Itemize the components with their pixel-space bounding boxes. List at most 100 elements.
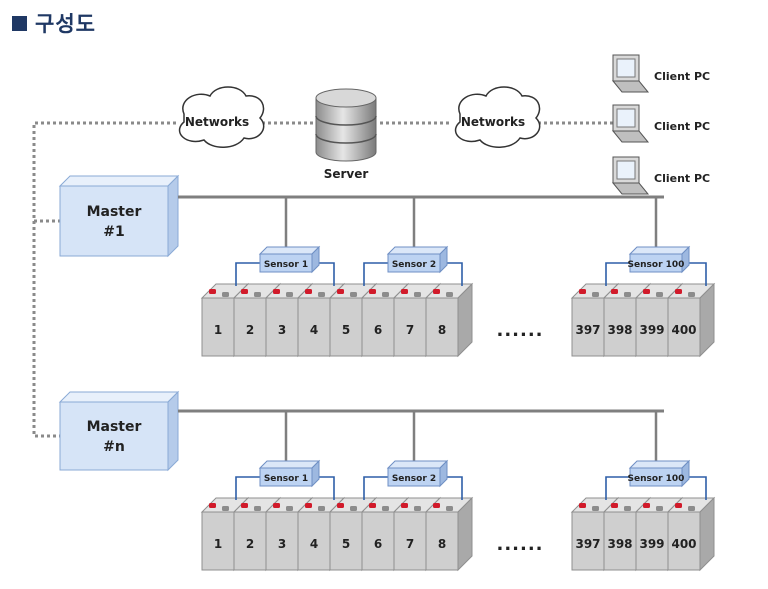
page-title: 구성도 bbox=[35, 12, 96, 36]
client-pc-1: Client PC bbox=[611, 54, 710, 93]
terminal-negative-icon bbox=[350, 292, 357, 297]
terminal-negative-icon bbox=[656, 506, 663, 511]
sensor-label: Sensor 1 bbox=[264, 260, 308, 270]
terminal-positive-icon bbox=[675, 503, 682, 508]
cell-label: 397 bbox=[575, 537, 600, 551]
terminal-positive-icon bbox=[401, 503, 408, 508]
cell-front bbox=[265, 511, 299, 571]
terminal-positive-icon bbox=[611, 289, 618, 294]
sensor-top bbox=[628, 460, 691, 469]
master-n: Master #n bbox=[58, 390, 180, 472]
cell-label: 6 bbox=[374, 537, 382, 551]
lower-sensor-2: Sensor 2 bbox=[363, 411, 463, 500]
master-n-line2: #n bbox=[103, 439, 125, 455]
cell-front bbox=[297, 511, 331, 571]
sensor-label: Sensor 100 bbox=[628, 474, 685, 484]
client-label-2: Client PC bbox=[654, 120, 710, 133]
terminal-negative-icon bbox=[414, 506, 421, 511]
upper-rack-first-cell-7: 8 bbox=[424, 282, 474, 358]
cell-label: 398 bbox=[607, 323, 632, 337]
client-label-1: Client PC bbox=[654, 70, 710, 83]
server-label: Server bbox=[324, 167, 369, 181]
terminal-negative-icon bbox=[624, 506, 631, 511]
lower-sensor-1: Sensor 1 bbox=[235, 411, 335, 500]
cell-front bbox=[667, 511, 701, 571]
cell-label: 1 bbox=[214, 537, 222, 551]
sensor-front bbox=[387, 253, 441, 273]
terminal-negative-icon bbox=[222, 292, 229, 297]
terminal-positive-icon bbox=[579, 289, 586, 294]
cell-front bbox=[201, 511, 235, 571]
cell-front bbox=[233, 511, 267, 571]
terminal-negative-icon bbox=[688, 506, 695, 511]
terminal-positive-icon bbox=[273, 289, 280, 294]
sensor-label: Sensor 2 bbox=[392, 474, 436, 484]
terminal-positive-icon bbox=[643, 503, 650, 508]
network-links bbox=[32, 121, 614, 438]
terminal-negative-icon bbox=[382, 506, 389, 511]
terminal-positive-icon bbox=[643, 289, 650, 294]
terminal-negative-icon bbox=[254, 506, 261, 511]
sensor-wire-left bbox=[235, 262, 260, 286]
cell-front bbox=[393, 511, 427, 571]
terminal-negative-icon bbox=[318, 506, 325, 511]
upper-ellipsis: ...... bbox=[496, 320, 543, 341]
cell-label: 2 bbox=[246, 537, 254, 551]
terminal-negative-icon bbox=[286, 506, 293, 511]
network-label-1: Networks bbox=[185, 115, 249, 129]
cell-label: 4 bbox=[310, 323, 318, 337]
terminal-positive-icon bbox=[337, 503, 344, 508]
terminal-negative-icon bbox=[592, 506, 599, 511]
terminal-negative-icon bbox=[624, 292, 631, 297]
sensor-top bbox=[386, 460, 449, 469]
client-pc-2: Client PC bbox=[611, 104, 710, 143]
sensor-wire-left bbox=[235, 476, 260, 500]
cell-front bbox=[571, 511, 605, 571]
terminal-positive-icon bbox=[579, 503, 586, 508]
cell-front bbox=[297, 297, 331, 357]
cell-label: 3 bbox=[278, 323, 286, 337]
sensor-front bbox=[629, 253, 683, 273]
terminal-positive-icon bbox=[209, 503, 216, 508]
lower-sensor-3: Sensor 100 bbox=[605, 411, 707, 500]
title-square-icon bbox=[12, 15, 27, 31]
cell-label: 4 bbox=[310, 537, 318, 551]
terminal-negative-icon bbox=[350, 506, 357, 511]
cell-front bbox=[361, 297, 395, 357]
cell-label: 400 bbox=[671, 537, 696, 551]
terminal-positive-icon bbox=[241, 289, 248, 294]
cell-label: 5 bbox=[342, 323, 350, 337]
sensor-wire-left bbox=[605, 262, 630, 286]
cell-label: 8 bbox=[438, 323, 446, 337]
terminal-positive-icon bbox=[273, 503, 280, 508]
terminal-negative-icon bbox=[382, 292, 389, 297]
sensor-wire-right bbox=[682, 262, 707, 286]
terminal-positive-icon bbox=[369, 289, 376, 294]
cell-front bbox=[201, 297, 235, 357]
cell-label: 7 bbox=[406, 323, 414, 337]
cell-front bbox=[361, 511, 395, 571]
terminal-negative-icon bbox=[222, 506, 229, 511]
client-pc-3: Client PC bbox=[611, 156, 710, 195]
cell-label: 3 bbox=[278, 537, 286, 551]
terminal-negative-icon bbox=[318, 292, 325, 297]
cell-label: 1 bbox=[214, 323, 222, 337]
terminal-negative-icon bbox=[446, 292, 453, 297]
terminal-negative-icon bbox=[414, 292, 421, 297]
terminal-positive-icon bbox=[241, 503, 248, 508]
terminal-positive-icon bbox=[401, 289, 408, 294]
cell-label: 7 bbox=[406, 537, 414, 551]
cell-label: 397 bbox=[575, 323, 600, 337]
cell-label: 398 bbox=[607, 537, 632, 551]
cell-front bbox=[425, 297, 459, 357]
cell-label: 5 bbox=[342, 537, 350, 551]
sensor-front bbox=[387, 467, 441, 487]
sensor-wire-left bbox=[363, 262, 388, 286]
link-left-trunk bbox=[32, 121, 176, 438]
terminal-positive-icon bbox=[369, 503, 376, 508]
cell-front bbox=[233, 297, 267, 357]
sensor-top bbox=[628, 246, 691, 255]
cell-label: 6 bbox=[374, 323, 382, 337]
sensor-label: Sensor 2 bbox=[392, 260, 436, 270]
